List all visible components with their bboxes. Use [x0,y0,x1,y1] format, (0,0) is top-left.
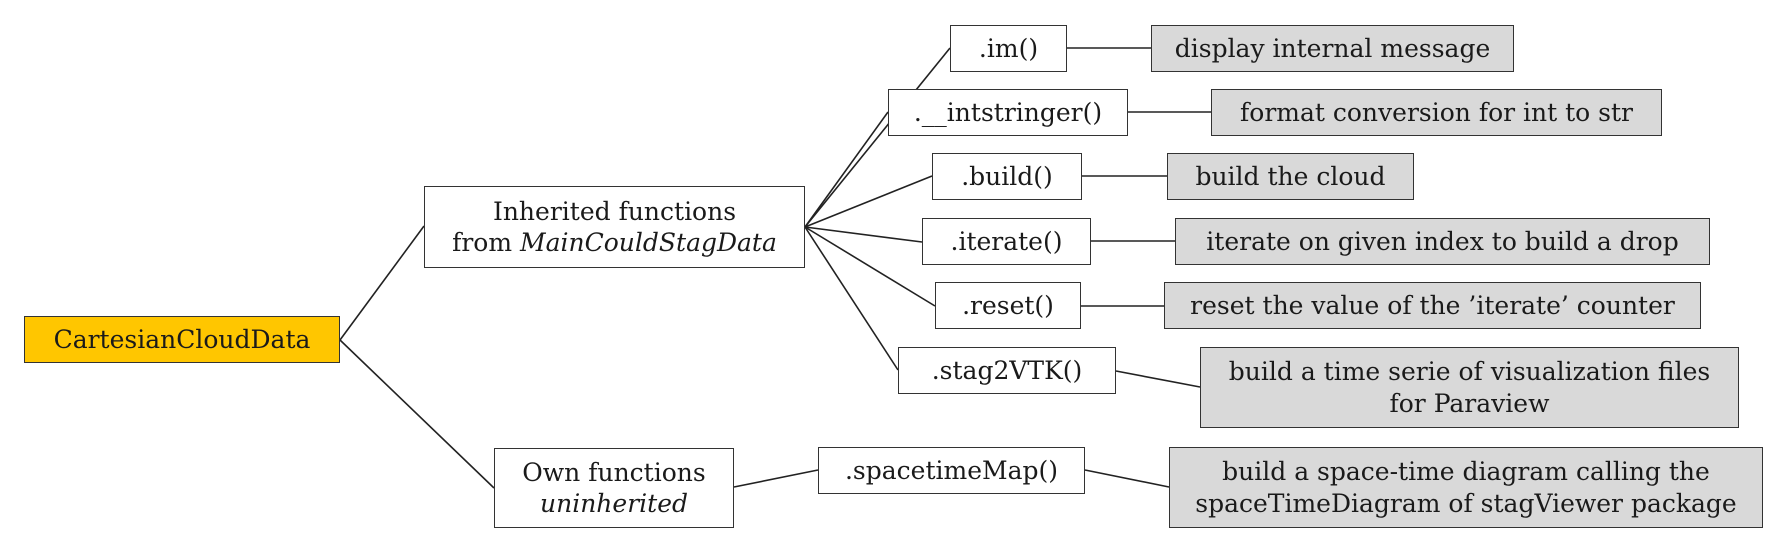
root-class-label: CartesianCloudData [53,324,311,354]
inherited-functions-title: Inherited functions [492,196,737,226]
description-reset: reset the value of the ’iterate’ counter [1190,290,1675,320]
method-label-iterate: .iterate() [950,226,1063,256]
inherited-functions-box: Inherited functions from MainCouldStagDa… [424,186,805,268]
method-box-build: .build() [932,153,1082,200]
method-box-spacetimemap: .spacetimeMap() [818,447,1085,494]
description-stag2vtk-line1: build a time serie of visualization file… [1228,357,1711,387]
connector-root-inherited [339,225,425,341]
root-class-box: CartesianCloudData [24,316,340,363]
own-functions-box: Own functions uninherited [494,448,734,528]
method-box-iterate: .iterate() [922,218,1091,265]
description-build: build the cloud [1195,161,1386,191]
description-iterate: iterate on given index to build a drop [1206,226,1679,256]
own-functions-title: Own functions [522,457,706,487]
description-box-stag2vtk: build a time serie of visualization file… [1200,347,1739,428]
connector-own-spacetimemap [733,469,819,488]
connector-inherited-intstringer [804,111,889,228]
connector-inherited-stag2vtk [804,226,899,371]
method-box-intstringer: .__intstringer() [888,89,1128,136]
description-intstringer: format conversion for int to str [1240,97,1633,127]
inherited-parent-class: MainCouldStagData [520,228,777,257]
method-label-reset: .reset() [962,290,1054,320]
method-label-spacetimemap: .spacetimeMap() [844,455,1059,485]
description-box-build: build the cloud [1167,153,1414,200]
own-functions-subtitle: uninherited [540,489,688,518]
description-box-spacetimemap: build a space-time diagram calling the s… [1169,447,1763,528]
method-box-stag2vtk: .stag2VTK() [898,347,1116,394]
description-box-im: display internal message [1151,25,1514,72]
description-stag2vtk-line2: for Paraview [1389,388,1550,418]
method-label-stag2vtk: .stag2VTK() [931,355,1083,385]
description-box-iterate: iterate on given index to build a drop [1175,218,1710,265]
description-spacetimemap-line1: build a space-time diagram calling the [1222,457,1710,487]
connector-spacetimemap-desc [1084,469,1170,488]
description-box-reset: reset the value of the ’iterate’ counter [1164,282,1701,329]
connector-inherited-build [804,175,933,228]
connector-root-own [339,339,495,489]
description-im: display internal message [1174,33,1491,63]
connector-inherited-iterate [804,226,923,243]
method-box-reset: .reset() [935,282,1081,329]
connector-stag2vtk-desc [1115,370,1201,388]
connector-inherited-reset [804,226,936,307]
method-label-intstringer: .__intstringer() [913,97,1103,127]
method-label-build: .build() [961,161,1053,191]
description-box-intstringer: format conversion for int to str [1211,89,1662,136]
inherited-functions-source: from MainCouldStagData [452,228,777,257]
method-box-im: .im() [950,25,1067,72]
connector-inherited-im [804,47,951,228]
description-spacetimemap-line2: spaceTimeDiagram of stagViewer package [1195,488,1737,518]
method-label-im: .im() [978,33,1039,63]
